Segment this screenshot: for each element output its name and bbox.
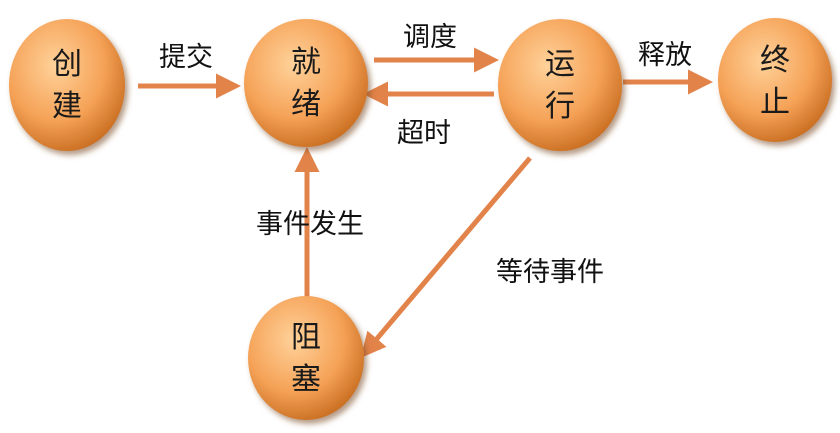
state-ready-char1: 就 xyxy=(291,45,321,80)
state-running-char2: 行 xyxy=(545,89,575,124)
label-submit: 提交 xyxy=(159,42,213,73)
transition-labels: 提交 调度 超时 释放 事件发生 等待事件 xyxy=(159,22,692,288)
label-release: 释放 xyxy=(638,40,692,71)
state-end-char2: 止 xyxy=(760,85,790,120)
state-node-ready: 就 绪 xyxy=(244,19,368,147)
transition-arrows xyxy=(138,47,713,358)
state-ready-char2: 绪 xyxy=(291,87,321,122)
label-dispatch: 调度 xyxy=(403,22,457,53)
state-blocked-char1: 阻 xyxy=(291,320,321,355)
label-event-done: 事件发生 xyxy=(256,209,364,240)
arrow-event-wait xyxy=(360,156,532,358)
state-create-char1: 创 xyxy=(52,47,82,82)
state-node-create: 创 建 xyxy=(9,19,125,151)
state-create-char2: 建 xyxy=(52,89,82,124)
state-blocked-char2: 塞 xyxy=(291,362,321,397)
label-event-wait: 等待事件 xyxy=(496,257,604,288)
state-running-char1: 运 xyxy=(545,47,575,82)
state-node-running: 运 行 xyxy=(498,19,622,151)
label-timeout: 超时 xyxy=(397,118,451,149)
state-node-end: 终 止 xyxy=(718,18,832,142)
state-end-char1: 终 xyxy=(760,43,790,78)
state-node-blocked: 阻 塞 xyxy=(248,296,364,420)
